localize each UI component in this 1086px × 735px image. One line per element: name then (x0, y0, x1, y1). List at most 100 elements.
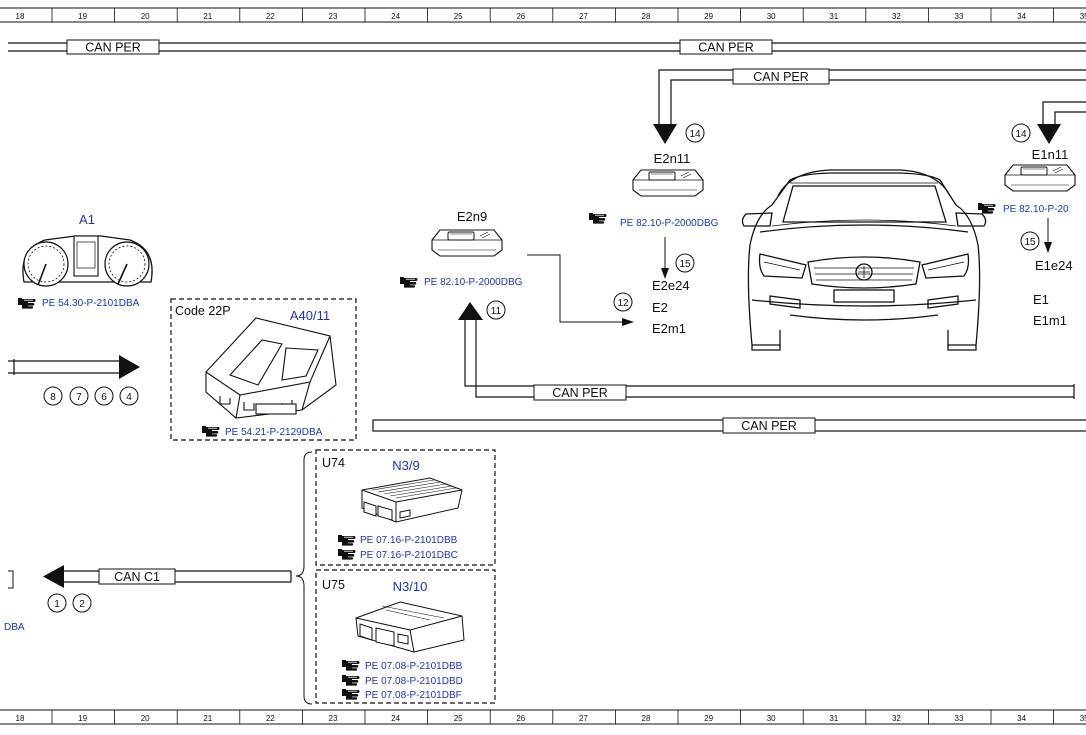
code-22p-label: Code 22P (175, 304, 231, 318)
reference-icon (341, 674, 360, 686)
cluster-signal-arrow (8, 355, 140, 379)
top-ruler-column-label: 31 (829, 12, 838, 21)
svg-text:2: 2 (79, 599, 85, 610)
can-per-e2n9-bus: CAN PER (458, 302, 1075, 401)
bottom-ruler-column-label: 18 (16, 714, 25, 723)
can-per-label: CAN PER (698, 41, 754, 55)
can-per-label: CAN PER (85, 41, 141, 55)
vehicle-front-illustration (741, 169, 987, 351)
bottom-ruler-column-label: 35 (1080, 714, 1086, 723)
reference-icon (337, 548, 356, 560)
can-c1-bus: CAN C1 DBA (4, 451, 313, 705)
bottom-ruler-column-label: 33 (955, 714, 964, 723)
reference-icon (341, 688, 360, 700)
left-cut-ref: DBA (4, 622, 25, 633)
top-ruler-column-label: 26 (516, 12, 525, 21)
top-ruler-column-label: 20 (141, 12, 150, 21)
bottom-ruler-column-label: 32 (892, 714, 901, 723)
top-ruler-column-label: 30 (767, 12, 776, 21)
n3-10-ref-3: PE 07.08-P-2101DBF (365, 690, 462, 701)
reference-icon (399, 276, 418, 289)
top-ruler-column-label: 24 (391, 12, 400, 21)
svg-text:15: 15 (1024, 237, 1036, 248)
reference-icon (17, 297, 36, 310)
can-per-e1n11-bus (1037, 101, 1086, 144)
top-ruler-column-label: 23 (329, 12, 338, 21)
e2e24-label: E2e24 (652, 278, 690, 293)
svg-text:4: 4 (126, 392, 132, 403)
reference-icon (977, 202, 996, 215)
n3-9-ecu (361, 477, 463, 523)
top-ruler-column-label: 22 (266, 12, 275, 21)
reference-icon (337, 534, 356, 546)
cluster-circles: 8 7 6 4 (43, 386, 139, 406)
e1-label: E1 (1033, 292, 1049, 307)
e2m1-label: E2m1 (652, 321, 686, 336)
bottom-ruler-column-label: 19 (78, 714, 87, 723)
bottom-ruler-column-label: 23 (329, 714, 338, 723)
a1-ref: PE 54.30-P-2101DBA (42, 298, 140, 309)
can-per-top-bus: CAN PER CAN PER (8, 39, 1086, 55)
e2-label: E2 (652, 300, 668, 315)
a40-11-code: A40/11 (290, 308, 330, 323)
svg-text:11: 11 (491, 306, 502, 317)
bottom-ruler-column-label: 20 (141, 714, 150, 723)
code-22p-box[interactable]: Code 22P A40/11 PE 54.21-P-2129DBA (170, 298, 357, 441)
reference-icon (341, 659, 360, 671)
e1n11-ref: PE 82.10-P-20 (1003, 204, 1069, 215)
n3-9-ref-1: PE 07.16-P-2101DBB (360, 535, 458, 546)
top-ruler-column-label: 19 (78, 12, 87, 21)
bottom-ruler-column-label: 26 (516, 714, 525, 723)
e1n11-module[interactable]: 14 E1n11 PE 82.10-P-20 15 E1e24 E1 E1m1 (977, 123, 1076, 328)
top-ruler-column-label: 33 (955, 12, 964, 21)
e1m1-label: E1m1 (1033, 313, 1067, 328)
top-ruler-column-label: 29 (704, 12, 713, 21)
top-ruler-column-label: 18 (16, 12, 25, 21)
svg-text:14: 14 (1015, 129, 1027, 140)
top-ruler-column-label: 27 (579, 12, 588, 21)
e2n9-ref: PE 82.10-P-2000DBG (424, 277, 523, 288)
a40-11-module (205, 317, 337, 419)
svg-text:15: 15 (679, 259, 691, 270)
bottom-ruler-column-label: 34 (1017, 714, 1026, 723)
a1-code: A1 (79, 212, 95, 227)
reference-icon (588, 212, 607, 225)
e2n11-ref: PE 82.10-P-2000DBG (620, 218, 719, 229)
top-ruler: 181920212223242526272829303132333435 (0, 7, 1086, 23)
u75-label: U75 (322, 578, 345, 592)
svg-text:8: 8 (50, 392, 56, 403)
e2n9-module[interactable]: E2n9 PE 82.10-P-2000DBG 11 (399, 209, 523, 320)
e2n9-output-line: 12 E2 E2m1 (527, 254, 686, 336)
bottom-ruler: 181920212223242526272829303132333435 (0, 709, 1086, 725)
e1e24-label: E1e24 (1035, 258, 1073, 273)
n3-9-box[interactable]: U74 N3/9 PE 07.16-P-2101DBB PE 07.16-P-2… (315, 449, 496, 566)
can-per-label: CAN PER (753, 70, 809, 84)
bottom-ruler-column-label: 22 (266, 714, 275, 723)
e2n11-module[interactable]: 14 E2n11 PE 82.10-P-2000DBG 15 E2e24 (588, 123, 719, 293)
bottom-ruler-column-label: 28 (642, 714, 651, 723)
top-ruler-column-label: 32 (892, 12, 901, 21)
top-ruler-column-label: 21 (203, 12, 212, 21)
bottom-ruler-column-label: 24 (391, 714, 400, 723)
svg-text:14: 14 (689, 129, 701, 140)
e1n11-code: E1n11 (1032, 147, 1069, 162)
bottom-ruler-column-label: 29 (704, 714, 713, 723)
n3-10-box[interactable]: U75 N3/10 PE 07.08-P-2101DBB PE 07.08-P-… (315, 569, 496, 704)
bottom-ruler-column-label: 31 (829, 714, 838, 723)
n3-10-ref-1: PE 07.08-P-2101DBB (365, 661, 463, 672)
can-per-label: CAN PER (552, 386, 608, 400)
n3-10-ref-2: PE 07.08-P-2101DBD (365, 676, 463, 687)
e2n9-code: E2n9 (457, 209, 487, 224)
svg-text:7: 7 (76, 392, 82, 403)
bottom-ruler-column-label: 21 (203, 714, 212, 723)
instrument-cluster-a1[interactable]: A1 PE 54.30-P-2101DBA (17, 212, 153, 310)
top-ruler-column-label: 25 (454, 12, 463, 21)
can-per-label: CAN PER (741, 419, 797, 433)
n3-9-ref-2: PE 07.16-P-2101DBC (360, 550, 458, 561)
svg-text:12: 12 (617, 298, 629, 309)
top-ruler-column-label: 34 (1017, 12, 1026, 21)
can-per-lower-bus: CAN PER (372, 417, 1086, 434)
bottom-ruler-column-label: 25 (454, 714, 463, 723)
a40-11-ref: PE 54.21-P-2129DBA (225, 427, 323, 438)
